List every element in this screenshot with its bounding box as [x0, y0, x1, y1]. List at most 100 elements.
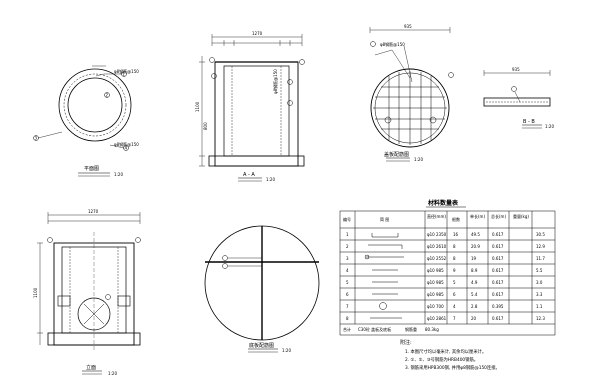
th-sketch: 简 图 — [380, 216, 389, 222]
table-row: 4 φ10 985 9 8.9 0.617 5.5 — [346, 268, 543, 273]
plan-rebar-label-2: φ8钢筋@150 — [114, 141, 139, 147]
cover-rebar-label: φ8钢筋@150 — [380, 41, 405, 47]
elevation-width: 1270 — [88, 209, 99, 214]
base-scale: 1:20 — [282, 348, 291, 353]
plan-outer-ring — [58, 68, 132, 142]
cover-title: 盖板配筋图 — [384, 151, 409, 158]
svg-text:6: 6 — [453, 292, 456, 297]
svg-text:2: 2 — [346, 244, 349, 249]
svg-text:8: 8 — [453, 244, 456, 249]
notes: 附注: 1. 本图尺寸均以毫米计, 其余均以厘米计。 2. ①、②、③号钢筋为H… — [400, 339, 500, 371]
svg-text:φ10: φ10 — [427, 280, 435, 285]
table-row: 3 φ10 2552 8 19 0.617 11.7 — [346, 256, 545, 261]
svg-text:2552: 2552 — [436, 256, 447, 261]
section-bb-scale: 1:20 — [545, 124, 554, 129]
marker-circle — [121, 71, 127, 77]
svg-text:16: 16 — [453, 232, 459, 237]
table-row: 6 φ10 985 6 5.4 0.617 3.3 — [346, 292, 543, 297]
svg-text:0.395: 0.395 — [492, 304, 504, 309]
section-bb-width: 935 — [512, 67, 520, 72]
plan-marker-2: 2 — [106, 93, 109, 98]
svg-text:700: 700 — [436, 304, 444, 309]
th-weight: 重量(kg) — [513, 213, 529, 219]
note-line: 3. 钢筋采用HPB300钢, 并用φ8钢筋@150连接。 — [405, 364, 500, 371]
svg-text:钢筋重: 钢筋重 — [405, 326, 417, 332]
th-index: 编号 — [343, 216, 351, 222]
plan-rebar-ring — [63, 73, 127, 137]
plan-marker-3: 3 — [35, 136, 38, 141]
svg-text:3: 3 — [346, 256, 349, 261]
svg-text:C30砼 盖板及底板: C30砼 盖板及底板 — [358, 326, 391, 332]
material-table: 材料数量表 — [339, 199, 556, 336]
svg-text:985: 985 — [436, 292, 444, 297]
svg-text:11.7: 11.7 — [536, 256, 545, 261]
svg-text:20: 20 — [471, 316, 477, 321]
svg-text:3.0: 3.0 — [536, 280, 543, 285]
svg-text:φ10: φ10 — [427, 232, 435, 237]
svg-text:2350: 2350 — [436, 232, 447, 237]
svg-text:0.617: 0.617 — [492, 292, 504, 297]
table-row: 1 φ10 2350 16 49.5 0.617 30.5 — [346, 232, 545, 237]
section-bb-slab — [483, 97, 551, 107]
svg-text:985: 985 — [436, 280, 444, 285]
note-line: 1. 本图尺寸均以毫米计, 其余均以厘米计。 — [405, 348, 486, 355]
table-row: 5 φ10 985 5 4.9 0.617 3.0 — [346, 280, 543, 285]
svg-text:5.4: 5.4 — [471, 292, 478, 297]
svg-text:4.9: 4.9 — [471, 280, 478, 285]
svg-text:4: 4 — [346, 268, 349, 273]
svg-text:49.5: 49.5 — [471, 232, 480, 237]
th-unit-length: 单长(m) — [470, 213, 485, 219]
cover-rebar-view — [369, 27, 454, 162]
cover-outer-circle — [370, 68, 450, 148]
svg-text:9: 9 — [453, 268, 456, 273]
section-bb-title: B - B — [523, 119, 535, 125]
svg-text:1.1: 1.1 — [536, 304, 543, 309]
svg-text:0.617: 0.617 — [492, 268, 504, 273]
svg-text:985: 985 — [436, 268, 444, 273]
svg-text:5: 5 — [346, 280, 349, 285]
plan-marker-1: 1 — [123, 72, 126, 77]
svg-text:0.617: 0.617 — [492, 232, 504, 237]
base-rebar-view — [204, 225, 320, 353]
section-aa-view — [199, 34, 305, 182]
svg-text:8: 8 — [346, 316, 349, 321]
svg-text:6: 6 — [346, 292, 349, 297]
svg-text:80.3kg: 80.3kg — [425, 327, 439, 332]
svg-text:12.3: 12.3 — [536, 316, 545, 321]
elevation-height: 1100 — [33, 287, 38, 298]
svg-text:5: 5 — [453, 280, 456, 285]
note-line: 2. ①、②、③号钢筋为HRB400钢筋。 — [405, 356, 478, 363]
th-count: 根数 — [452, 216, 460, 222]
plan-title: 平面图 — [84, 166, 99, 172]
table-row: 8 φ10 2861 7 20 0.617 12.3 — [346, 316, 545, 321]
section-aa-width: 1270 — [252, 31, 263, 36]
plan-scale: 1:20 — [114, 172, 123, 177]
svg-text:7: 7 — [346, 304, 349, 309]
svg-text:8: 8 — [453, 256, 456, 261]
svg-text:0.617: 0.617 — [492, 256, 504, 261]
elevation-title: 立面 — [86, 364, 96, 371]
svg-text:0.617: 0.617 — [492, 244, 504, 249]
section-aa-depth: 800 — [203, 122, 208, 130]
svg-text:7: 7 — [453, 316, 456, 321]
svg-text:3.3: 3.3 — [536, 292, 543, 297]
svg-text:φ10: φ10 — [427, 304, 435, 309]
section-aa-scale: 1:20 — [266, 177, 275, 182]
svg-text:2.8: 2.8 — [471, 304, 478, 309]
svg-text:4: 4 — [453, 304, 456, 309]
table-title: 材料数量表 — [427, 199, 459, 207]
svg-text:合计: 合计 — [343, 326, 351, 332]
th-diameter: 直径(mm) — [427, 213, 446, 219]
section-bb-view — [483, 70, 551, 129]
svg-text:8.9: 8.9 — [471, 268, 478, 273]
svg-text:φ10: φ10 — [427, 256, 435, 261]
plan-rebar-label: φ8钢筋@150 — [114, 68, 139, 74]
notes-title: 附注: — [400, 339, 412, 346]
plan-marker-4: 4 — [125, 146, 128, 151]
plan-inner-ring — [67, 77, 123, 133]
svg-text:20.9: 20.9 — [471, 244, 480, 249]
svg-text:φ10: φ10 — [427, 268, 435, 273]
svg-text:5.5: 5.5 — [536, 268, 543, 273]
cover-scale: 1:20 — [414, 157, 423, 162]
